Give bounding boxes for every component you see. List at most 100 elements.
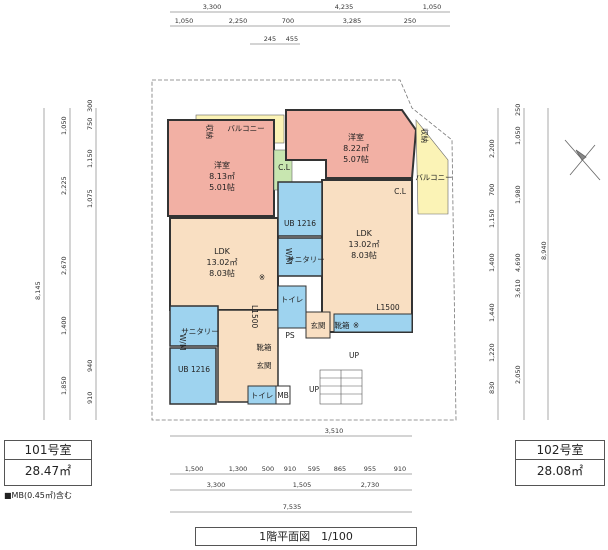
ldk-101-name: LDK (214, 247, 231, 256)
dim-left-col2-5: 940 (86, 360, 94, 372)
site-boundary (151, 79, 457, 421)
l1500-label: L1500 (376, 303, 399, 312)
storage-101-label: 収納 (205, 124, 215, 139)
unit-102-name: 102号室 (516, 441, 604, 460)
storage-102-label: 収納 (420, 128, 430, 143)
dim-top-detail-2: 2,250 (229, 17, 248, 25)
dim-bottom-row2-5: 595 (308, 465, 320, 473)
balcony-102-label: バルコニー (415, 173, 452, 182)
balcony-102 (415, 119, 449, 215)
ps-label: PS (285, 331, 295, 340)
dim-bottom-row2-7: 955 (364, 465, 376, 473)
stairs (319, 369, 363, 405)
dim-left-col1-1: 1,050 (60, 116, 68, 135)
sanitary-101-label: サニタリー (181, 327, 219, 336)
unit-101-box: 101号室 28.47㎡ (4, 440, 92, 486)
entrance-101-label: 玄関 (257, 360, 272, 370)
dim-bottom-row2-1: 1,500 (185, 465, 204, 473)
dim-left-col2-4: 1,075 (86, 189, 94, 208)
mb-101 (275, 385, 291, 405)
dim-right-col1-8: 1,440 (488, 303, 496, 322)
unit-102-area: 28.08㎡ (536, 464, 584, 478)
dim-right-col1-1: 1,050 (514, 126, 522, 145)
shoe-102-label: 靴箱 (335, 320, 350, 330)
dim-top-overall-2: 4,235 (335, 3, 354, 11)
bath-102 (277, 181, 323, 237)
dim-top-detail-3: 700 (282, 17, 294, 25)
dim-top-overall-3: 1,050 (423, 3, 442, 11)
sanitary-101 (169, 305, 219, 347)
dim-right-col2-3: 2,050 (514, 365, 522, 384)
dim-bottom-row3-1: 3,300 (207, 481, 226, 489)
ldk-102-name: LDK (356, 229, 373, 238)
star-101: ※ (259, 273, 265, 282)
western-101-name: 洋室 (214, 160, 230, 170)
dim-left-col1-3: 2,670 (60, 256, 68, 275)
up-label-1: UP (349, 351, 359, 360)
dim-right-col1-2: 250 (514, 104, 522, 116)
ldk-101-size: 8.03帖 (209, 268, 235, 278)
dim-bottom-row1: 3,510 (325, 427, 344, 435)
dim-left-total: 8,145 (34, 281, 42, 300)
dim-bottom-total: 7,535 (283, 503, 302, 511)
toilet-102 (277, 285, 307, 329)
ldk-101 (169, 217, 279, 311)
kitchen-102 (333, 313, 413, 333)
dim-bottom-row2-2: 1,300 (229, 465, 248, 473)
dim-top-small-2: 455 (286, 35, 298, 43)
dim-right-col1-7: 1,400 (488, 253, 496, 272)
shoe-101-label: 靴箱 (257, 342, 272, 352)
dim-right-col1-5: 700 (488, 184, 496, 196)
dim-right-col1-3: 2,200 (488, 139, 496, 158)
dim-top-detail-1: 1,050 (175, 17, 194, 25)
dim-bottom-row2-3: 500 (262, 465, 274, 473)
dim-left-col2-1: 750 (86, 118, 94, 130)
toilet-101-label: トイレ (251, 391, 274, 400)
western-101-size: 5.01帖 (209, 182, 235, 192)
western-102-name: 洋室 (348, 132, 364, 142)
dim-left-col2-6: 910 (86, 392, 94, 404)
dim-left-col1-5: 1,850 (60, 376, 68, 395)
star-102: ※ (353, 321, 359, 330)
unit-101-area: 28.47㎡ (24, 464, 72, 478)
toilet-102-label: トイレ (281, 295, 304, 304)
dim-right-col1-4: 1,980 (514, 185, 522, 204)
wm-101-label: W/M (178, 334, 187, 350)
dim-left-col2-3: 1,150 (86, 149, 94, 168)
dim-left-col1-2: 2,225 (60, 176, 68, 195)
balcony-101-label: バルコニー (227, 124, 264, 133)
dim-right-col1-6: 1,150 (488, 209, 496, 228)
dim-top-detail-5: 250 (404, 17, 416, 25)
dim-bottom-row2-6: 865 (334, 465, 346, 473)
dim-top-overall-1: 3,300 (203, 3, 222, 11)
ldk-102-area: 13.02㎡ (349, 240, 380, 249)
north-compass (564, 139, 601, 181)
dim-right-total: 8,940 (540, 241, 548, 260)
ub-101-label: UB 1216 (178, 365, 210, 374)
unit-101-name: 101号室 (5, 441, 91, 460)
dim-bottom-row3-2: 1,505 (293, 481, 312, 489)
western-102-area: 8.22㎡ (343, 144, 369, 153)
sanitary-102-label: サニタリー (287, 255, 325, 264)
up-label-2: UP (309, 385, 319, 394)
dim-top-detail-4: 3,285 (343, 17, 362, 25)
western-101-area: 8.13㎡ (209, 172, 235, 181)
dim-right-col2-1: 4,690 (514, 253, 522, 272)
unit-102-box: 102号室 28.08㎡ (515, 440, 605, 486)
ldk-102-size: 8.03帖 (351, 250, 377, 260)
wm-102-label: W/M (284, 248, 293, 264)
dim-bottom-row2-8: 910 (394, 465, 406, 473)
sanitary-102 (277, 237, 323, 277)
entrance-102-label: 玄関 (311, 320, 326, 330)
dim-bottom-row3-3: 2,730 (361, 481, 380, 489)
l1500-vertical: L1500 (250, 305, 259, 328)
dim-left-col2-2: 300 (86, 100, 94, 112)
bath-101 (169, 347, 217, 405)
entrance-102 (305, 311, 331, 339)
dim-bottom-row2-4: 910 (284, 465, 296, 473)
cl-101-label: C.L (278, 163, 291, 172)
ub-102-label: UB 1216 (284, 219, 316, 228)
dim-left-col1-4: 1,400 (60, 316, 68, 335)
mb-label: MB (277, 391, 289, 400)
